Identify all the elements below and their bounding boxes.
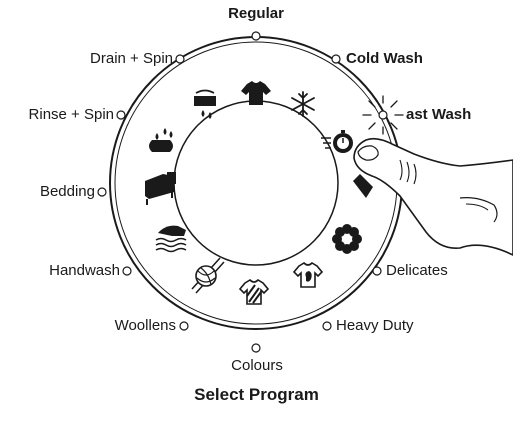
stained-shirt-icon [294, 263, 322, 287]
marker-heavy-duty[interactable] [323, 322, 331, 330]
dial-center-ring [174, 101, 338, 265]
marker-bedding[interactable] [98, 188, 106, 196]
program-label-regular: Regular [228, 5, 284, 23]
page-title: Select Program [0, 385, 513, 405]
program-label-delicates: Delicates [386, 262, 448, 280]
marker-drain-spin[interactable] [176, 55, 184, 63]
marker-woollens[interactable] [180, 322, 188, 330]
program-label-rinse-spin: Rinse + Spin [29, 106, 114, 124]
rinse-drops-icon [149, 128, 173, 152]
program-label-woollens: Woollens [115, 317, 176, 335]
program-label-colours: Colours [231, 357, 283, 375]
program-label-cold-wash: Cold Wash [346, 50, 423, 68]
marker-cold-wash[interactable] [332, 55, 340, 63]
delicate-tag-icon [353, 174, 373, 198]
handwash-icon [156, 226, 186, 252]
marker-delicates[interactable] [373, 267, 381, 275]
program-label-handwash: Handwash [49, 262, 120, 280]
marker-handwash[interactable] [123, 267, 131, 275]
program-label-bedding: Bedding [40, 183, 95, 201]
marker-fast-wash-highlight[interactable] [363, 96, 403, 134]
marker-regular[interactable] [252, 32, 260, 40]
program-label-drain-spin: Drain + Spin [90, 50, 173, 68]
finger-pointer-illustration [354, 139, 513, 255]
bed-icon [145, 172, 176, 205]
flower-icon [332, 224, 362, 254]
marker-rinse-spin[interactable] [117, 111, 125, 119]
yarn-ball-icon [192, 258, 224, 293]
striped-shirt-icon [240, 280, 268, 304]
program-label-heavy-duty: Heavy Duty [336, 317, 414, 335]
program-label-fast-wash: ast Wash [406, 106, 471, 124]
marker-colours[interactable] [252, 344, 260, 352]
